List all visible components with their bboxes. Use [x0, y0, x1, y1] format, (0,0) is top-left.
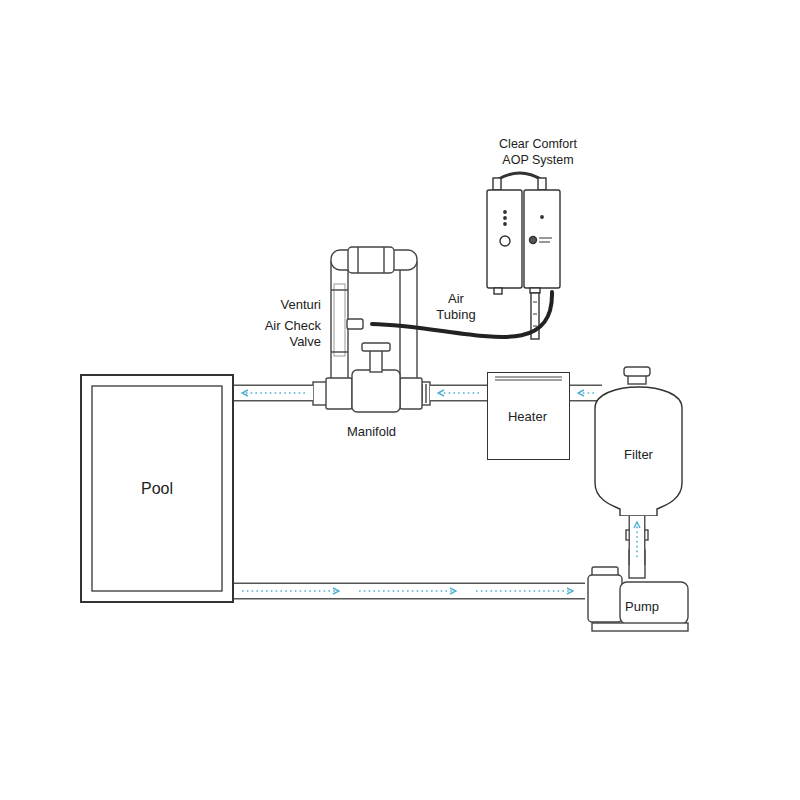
part-label: Venturi — [251, 297, 321, 313]
connector — [234, 591, 585, 592]
pipe-wall — [570, 385, 602, 402]
node-label: Filter — [624, 447, 653, 463]
heater-box: Heater — [487, 372, 570, 460]
flow-arrow — [476, 590, 573, 592]
connector — [372, 292, 552, 337]
pump-node: Pump — [585, 565, 690, 632]
pipe-bore — [234, 386, 313, 400]
connector — [637, 514, 638, 565]
pipe-bore — [570, 386, 602, 400]
node-label: Pump — [625, 599, 659, 615]
pool-box: Pool — [80, 374, 234, 603]
pipe-bore — [234, 584, 585, 598]
node-label: Pool — [141, 481, 173, 497]
pipe-wall — [234, 385, 313, 402]
flow-arrow — [242, 590, 339, 592]
pool-inner-wall — [92, 386, 222, 591]
filter-tank: Filter — [592, 378, 685, 516]
manifold-assembly — [313, 247, 430, 412]
flow-arrow — [242, 392, 305, 394]
pipe-wall — [234, 583, 585, 600]
flow-arrow — [438, 392, 479, 394]
air-tubing — [372, 292, 552, 337]
manifold-node: Manifold — [313, 248, 430, 440]
node-label: Heater — [508, 409, 547, 425]
pipe-wall — [629, 514, 646, 565]
heater-grille — [495, 377, 562, 380]
flow-arrow — [636, 522, 638, 557]
connector — [430, 393, 487, 394]
node-label: Clear Comfort AOP System — [488, 136, 588, 168]
connector — [570, 393, 602, 394]
connector — [234, 393, 313, 394]
node-label: Manifold — [347, 424, 396, 440]
part-label: Air Check Valve — [257, 318, 321, 350]
flow-arrow — [578, 392, 594, 394]
aop-system-node: Clear Comfort AOP System — [470, 136, 606, 292]
pipe-bore — [630, 514, 644, 565]
pipe-wall — [430, 385, 487, 402]
edge-label: Air Tubing — [430, 291, 482, 323]
pipe-bore — [430, 386, 487, 400]
flow-arrow — [359, 590, 456, 592]
